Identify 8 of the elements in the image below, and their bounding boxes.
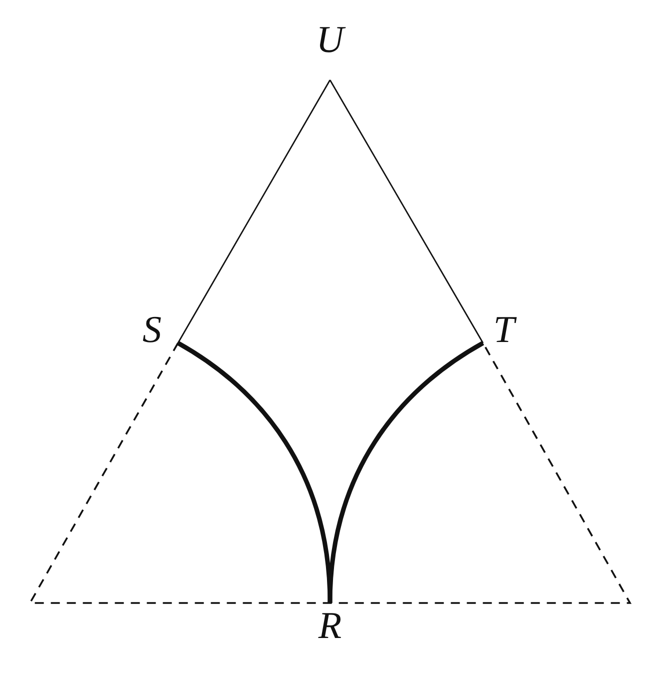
point-label: S <box>132 310 172 350</box>
point-label: U <box>310 20 350 60</box>
point-label: R <box>310 606 350 646</box>
curved-arc <box>328 341 484 604</box>
line <box>177 80 331 344</box>
point-label: T <box>484 310 524 350</box>
line <box>329 80 484 344</box>
curved-arc <box>176 341 332 604</box>
